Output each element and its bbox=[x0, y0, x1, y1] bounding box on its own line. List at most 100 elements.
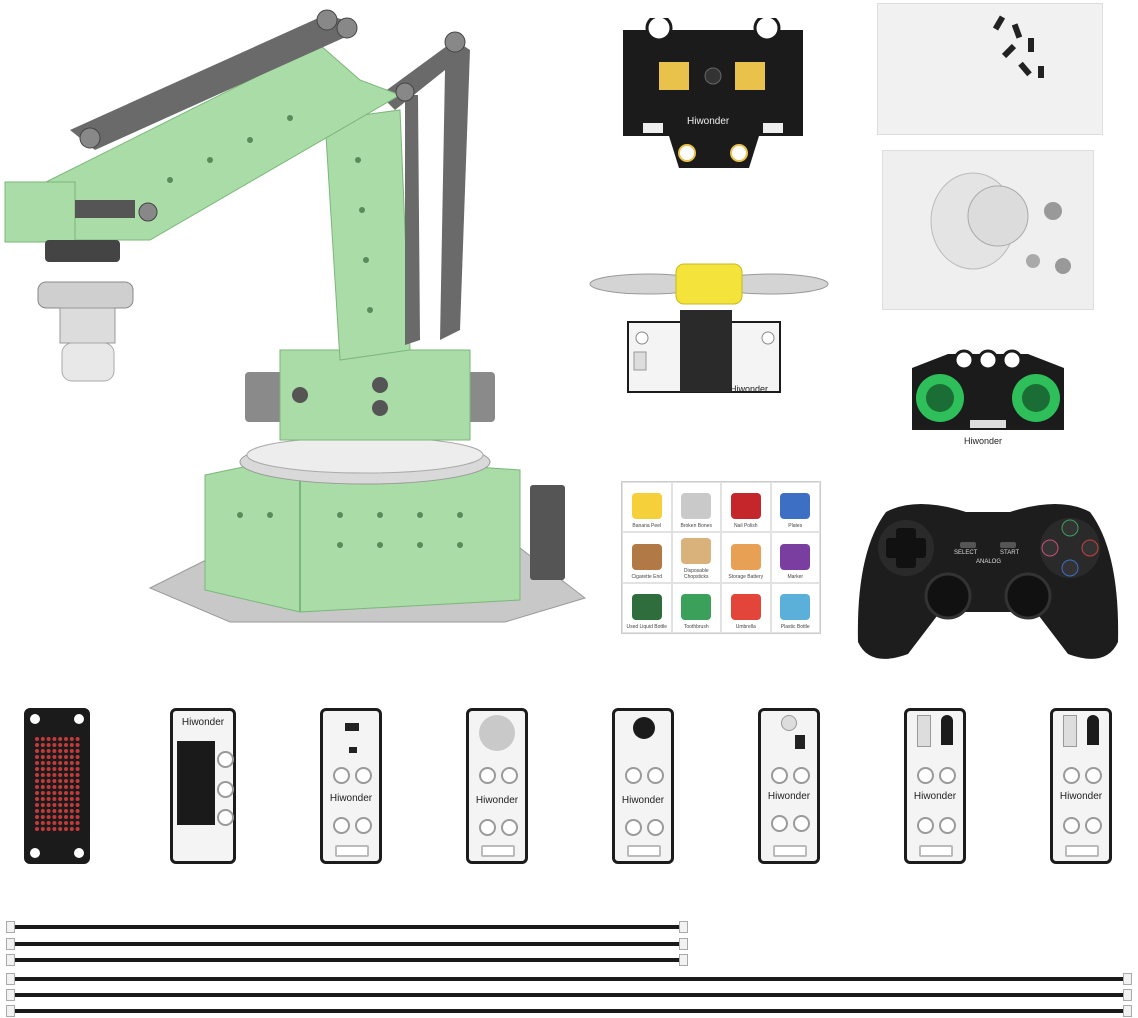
connector-port bbox=[481, 845, 515, 857]
led-dot bbox=[64, 785, 68, 789]
led-dot bbox=[46, 791, 51, 795]
led-dot bbox=[35, 755, 39, 759]
led-dot bbox=[69, 785, 74, 789]
mount-hole bbox=[647, 819, 664, 836]
led-dot bbox=[64, 815, 68, 819]
led-dot bbox=[64, 755, 68, 759]
card-label: Broken Bones bbox=[680, 523, 712, 530]
recognition-card: Umbrella bbox=[721, 582, 771, 633]
led-dot bbox=[58, 803, 63, 807]
mount-hole bbox=[333, 767, 350, 784]
ultrasonic-graphic bbox=[912, 349, 1064, 430]
camera-module: Hiwonder bbox=[619, 14, 807, 190]
recognition-card: Broken Bones bbox=[671, 482, 721, 533]
parts-bag bbox=[882, 150, 1094, 310]
digital-tube-module: Hiwonder bbox=[170, 708, 236, 864]
led-dot bbox=[75, 761, 80, 765]
led-dot bbox=[35, 767, 39, 771]
recognition-card: Cigarette End bbox=[622, 532, 672, 583]
connector-port bbox=[773, 845, 807, 857]
card-label: Cigarette End bbox=[631, 573, 663, 580]
card-label: Plates bbox=[788, 523, 803, 530]
mount-hole bbox=[939, 767, 956, 784]
led-dot bbox=[40, 815, 45, 819]
card-label: Plastic Bottle bbox=[780, 623, 810, 630]
led-dot bbox=[52, 785, 57, 789]
recognition-card: Plastic Bottle bbox=[770, 582, 820, 633]
mount-hole bbox=[217, 809, 234, 826]
dot-matrix-module bbox=[24, 708, 90, 864]
card-picture bbox=[780, 543, 811, 570]
led-dot bbox=[40, 821, 45, 825]
card-picture bbox=[681, 537, 712, 564]
led-dot bbox=[75, 827, 80, 831]
led-dot bbox=[58, 827, 63, 831]
mount-hole bbox=[1063, 767, 1080, 784]
led-dot bbox=[40, 785, 45, 789]
led-dot bbox=[40, 797, 45, 801]
led-dot bbox=[58, 785, 63, 789]
led-dot bbox=[46, 749, 51, 753]
led-dot bbox=[69, 803, 74, 807]
recognition-card: Used Liquid Bottle bbox=[622, 582, 672, 633]
recognition-card: Plates bbox=[770, 482, 820, 533]
mount-hole bbox=[625, 767, 642, 784]
ultrasonic-brand-label: Hiwonder bbox=[964, 436, 1003, 446]
led-dot bbox=[46, 827, 51, 831]
led-dot bbox=[58, 809, 63, 813]
module-brand-label: Hiwonder bbox=[913, 791, 957, 802]
led-dot bbox=[64, 743, 68, 747]
led-dot bbox=[52, 755, 57, 759]
led-dot bbox=[69, 797, 74, 801]
led-dot bbox=[46, 815, 51, 819]
led-dot bbox=[35, 737, 39, 741]
led-dot bbox=[40, 761, 45, 765]
ir-receiver-icon bbox=[1087, 715, 1099, 745]
led-dot bbox=[52, 767, 57, 771]
mount-hole bbox=[1063, 817, 1080, 834]
led-dot bbox=[52, 815, 57, 819]
mount-hole bbox=[355, 767, 372, 784]
led-dot bbox=[46, 803, 51, 807]
mount-hole bbox=[1085, 817, 1102, 834]
chip-icon bbox=[795, 735, 805, 749]
led-dot bbox=[75, 797, 80, 801]
led-dot bbox=[58, 815, 63, 819]
connector-port bbox=[335, 845, 369, 857]
led-dot bbox=[35, 809, 39, 813]
led-dot bbox=[75, 791, 80, 795]
led-dot bbox=[35, 761, 39, 765]
led-dot bbox=[40, 809, 45, 813]
led-dot bbox=[40, 827, 45, 831]
led-dot bbox=[40, 737, 45, 741]
led-dot bbox=[69, 755, 74, 759]
led-dot bbox=[58, 821, 63, 825]
led-dot bbox=[69, 779, 74, 783]
led-dot bbox=[75, 785, 80, 789]
infrared-sensor-module-2: Hiwonder bbox=[1050, 708, 1112, 864]
touch-pad-module: Hiwonder bbox=[466, 708, 528, 864]
led-dot bbox=[64, 749, 68, 753]
led-dot bbox=[58, 797, 63, 801]
parts-graphic bbox=[930, 172, 1071, 274]
card-picture bbox=[631, 543, 662, 570]
mount-hole bbox=[217, 781, 234, 798]
connector-port bbox=[627, 845, 661, 857]
module-brand-label: Hiwonder bbox=[475, 795, 519, 806]
led-dot bbox=[35, 797, 39, 801]
led-dot bbox=[46, 773, 51, 777]
photoresistor-icon bbox=[781, 715, 797, 731]
led-dot bbox=[46, 761, 51, 765]
mount-hole bbox=[771, 767, 788, 784]
card-picture bbox=[780, 593, 811, 620]
mount-hole bbox=[479, 767, 496, 784]
mount-hole bbox=[625, 819, 642, 836]
recognition-card: Nail Polish bbox=[721, 482, 771, 533]
module-brand-label: Hiwonder bbox=[329, 793, 373, 804]
card-picture bbox=[730, 543, 761, 570]
led-dot bbox=[69, 743, 74, 747]
fan-brand-label: Hiwonder bbox=[730, 384, 769, 394]
led-dot bbox=[58, 767, 63, 771]
led-dot bbox=[58, 749, 63, 753]
led-dot bbox=[75, 767, 80, 771]
